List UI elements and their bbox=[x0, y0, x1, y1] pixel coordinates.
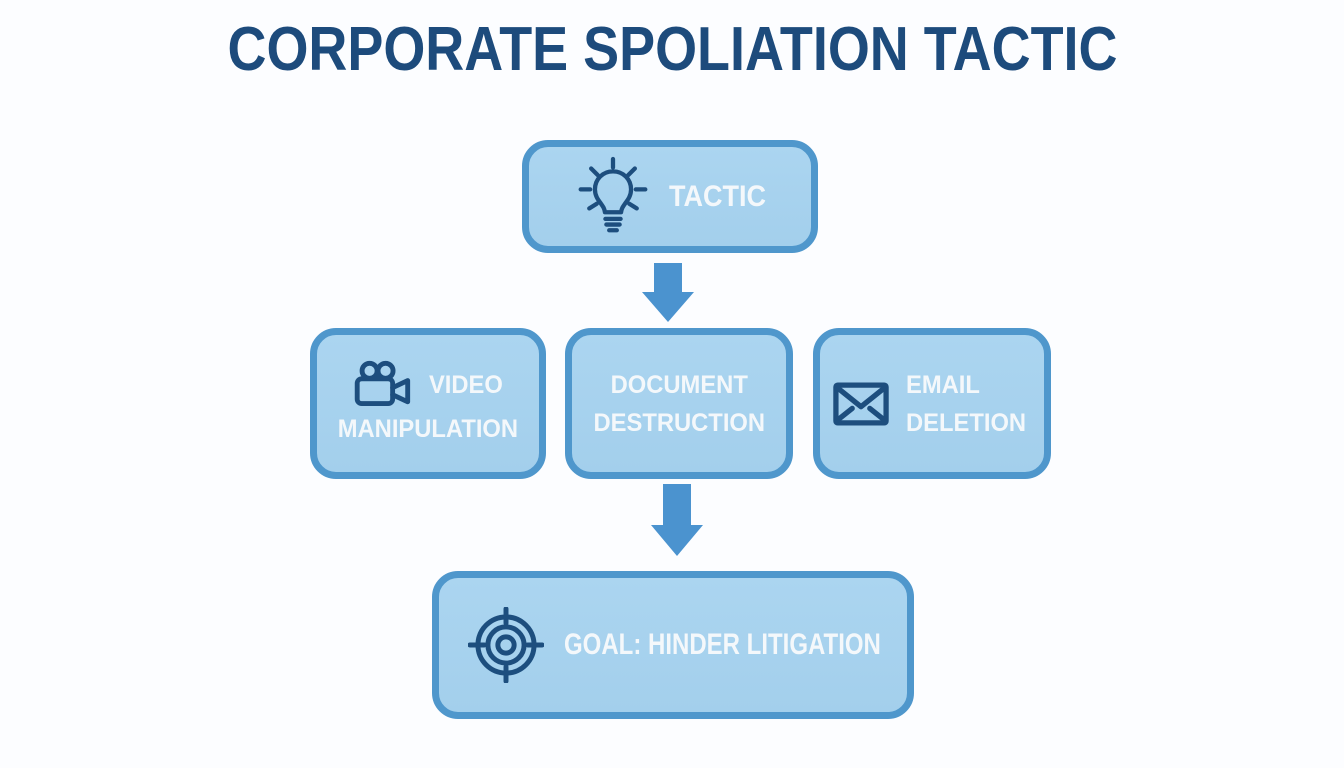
video-label-line2: MANIPULATION bbox=[337, 414, 519, 443]
video-label-line1: VIDEO bbox=[429, 370, 503, 399]
page-title: CORPORATE SPOLIATION TACTIC bbox=[226, 15, 1117, 84]
document-destruction-box: DOCUMENT DESTRUCTION bbox=[565, 328, 793, 479]
envelope-icon bbox=[832, 381, 890, 426]
document-label-line1: DOCUMENT bbox=[610, 370, 748, 399]
email-label-line2: DELETION bbox=[905, 408, 1026, 437]
tactic-box: TACTIC bbox=[522, 140, 818, 253]
flow-arrow-down-2 bbox=[651, 484, 703, 556]
flow-arrow-down-1 bbox=[642, 263, 694, 322]
video-manipulation-box: VIDEO MANIPULATION bbox=[310, 328, 546, 479]
target-icon bbox=[468, 607, 545, 683]
tactic-label: TACTIC bbox=[669, 179, 767, 213]
video-camera-icon bbox=[351, 360, 413, 410]
document-label-line2: DESTRUCTION bbox=[593, 408, 765, 437]
lightbulb-icon bbox=[575, 155, 651, 239]
page-title-wrap: CORPORATE SPOLIATION TACTIC bbox=[0, 14, 1344, 85]
goal-box: GOAL: HINDER LITIGATION bbox=[432, 571, 914, 719]
email-label-line1: EMAIL bbox=[905, 370, 980, 399]
email-deletion-box: EMAIL DELETION bbox=[813, 328, 1051, 479]
goal-label: GOAL: HINDER LITIGATION bbox=[564, 628, 882, 661]
